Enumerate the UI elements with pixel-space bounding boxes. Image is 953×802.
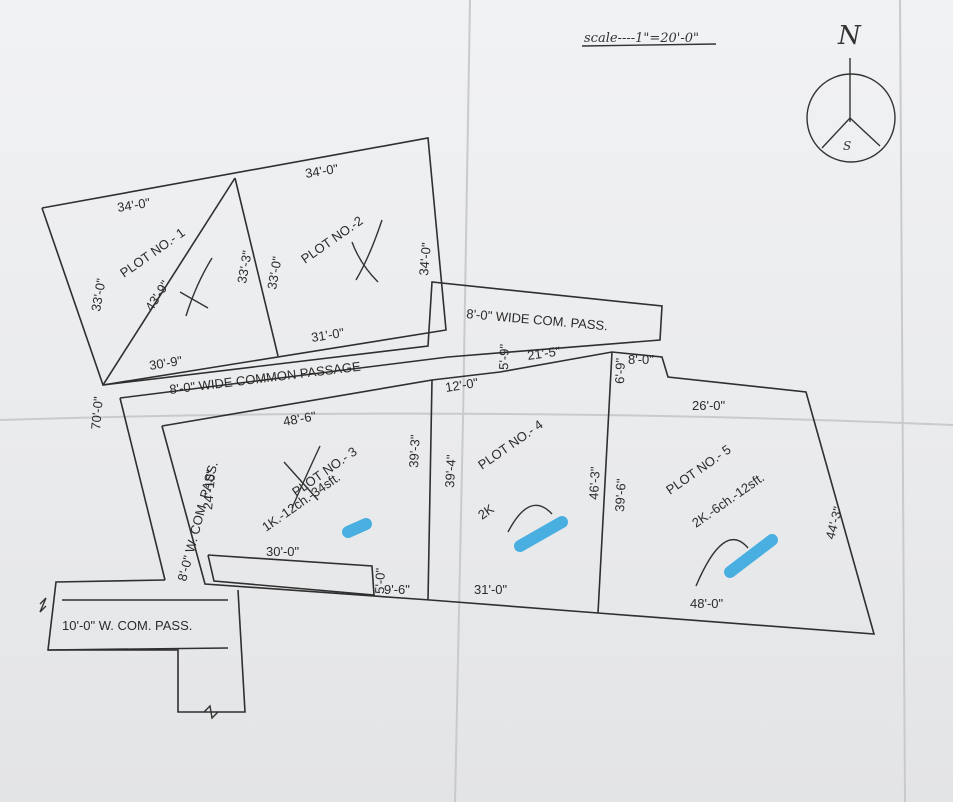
dim-overall-left: 70'-0" [88, 396, 106, 431]
plot-2-cross-mark [351, 219, 383, 283]
paper-fold-right [899, 0, 906, 802]
dim-p3-small-a: 5'-0" [372, 567, 388, 594]
dim-p3-left: 24'-10" [200, 468, 218, 510]
dim-p3-bottom-inner: 30'-0" [266, 544, 300, 559]
plot-3-4-5-outline [161, 351, 876, 635]
common-passage-label: 8'-0" WIDE COMMON PASSAGE [169, 359, 362, 397]
plot-5-area: 2K.-6ch.-12sft. [689, 470, 767, 531]
dim-p4-bottom: 31'-0" [474, 582, 508, 597]
plot-4-curve-mark [507, 504, 553, 533]
redaction-mark [514, 516, 568, 552]
dim-p4-small: 5'-9" [496, 343, 512, 370]
ten-foot-passage [47, 579, 246, 713]
plot-3-strip [207, 554, 375, 596]
break-symbol-icon [203, 704, 219, 720]
ten-foot-passage-label: 10'-0" W. COM. PASS. [62, 618, 192, 633]
dim-p2-left: 33'-0" [264, 255, 285, 291]
plot-5-curve-mark [695, 538, 749, 587]
scale-label: scale----1"=20'-0" [584, 31, 699, 46]
ten-foot-passage-line [47, 647, 229, 651]
dim-p4-right: 46'-3" [586, 466, 603, 500]
paper-fold-vertical [454, 0, 471, 802]
plot-5-label: PLOT NO.- 5 [663, 442, 734, 498]
dim-p4-top2: 21'-5" [526, 343, 561, 363]
dim-p5-bottom: 48'-0" [690, 596, 724, 611]
dim-p3-top: 48'-6" [282, 408, 318, 429]
redaction-mark [724, 534, 778, 578]
dim-p1-right: 33'-3" [234, 249, 255, 285]
plot-3-cross-mark [283, 445, 321, 509]
plot-4-5-divider [597, 351, 613, 614]
dim-p1-top: 34'-0" [116, 195, 151, 215]
plot-3-4-divider [427, 379, 433, 601]
plot-2-label: PLOT NO.-2 [298, 213, 366, 267]
break-symbol-icon [39, 597, 47, 613]
plot-1-cross-mark [179, 257, 213, 317]
dim-p3-right: 39'-3" [406, 434, 423, 468]
plot-1-2-outline [41, 137, 447, 386]
dim-p5-small-b: 8'-0" [628, 352, 654, 367]
north-arrow-icon: N S [806, 21, 896, 163]
dim-p4-left: 39'-4" [442, 454, 459, 488]
plot-1-2-divider [234, 177, 279, 357]
scale-underline [581, 43, 717, 47]
plot-boundaries [41, 137, 876, 713]
dim-p3-small-b: 9'-6" [384, 582, 410, 597]
plot-1-label: PLOT NO.- 1 [117, 225, 188, 281]
dim-p5-top: 26'-0" [692, 398, 726, 413]
dim-p5-left: 39'-6" [612, 478, 629, 512]
compass-south-label: S [843, 139, 851, 153]
dim-p2-top: 34'-0" [304, 161, 339, 181]
dim-p4-top: 12'-0" [444, 375, 479, 395]
redaction-mark [342, 518, 372, 538]
paper-fold-horizontal [0, 412, 953, 426]
com-pass-right-label: 8'-0" WIDE COM. PASS. [466, 306, 609, 333]
pen-annotations [179, 219, 749, 587]
plot-1-diagonal [102, 177, 236, 386]
dim-p5-small-a: 6'-9" [612, 357, 628, 384]
compass-north-label: N [837, 21, 862, 51]
dim-p1-bottom: 30'-9" [148, 353, 183, 373]
left-passage-outer [119, 397, 166, 581]
dim-p2-right: 34'-0" [416, 242, 434, 277]
plot-4-label: PLOT NO.- 4 [475, 417, 546, 473]
common-passage-band [102, 281, 663, 399]
dim-p2-bottom: 31'-0" [310, 325, 345, 345]
dim-p1-left: 33'-0" [88, 277, 109, 313]
plot-4-area: 2K [475, 501, 497, 523]
